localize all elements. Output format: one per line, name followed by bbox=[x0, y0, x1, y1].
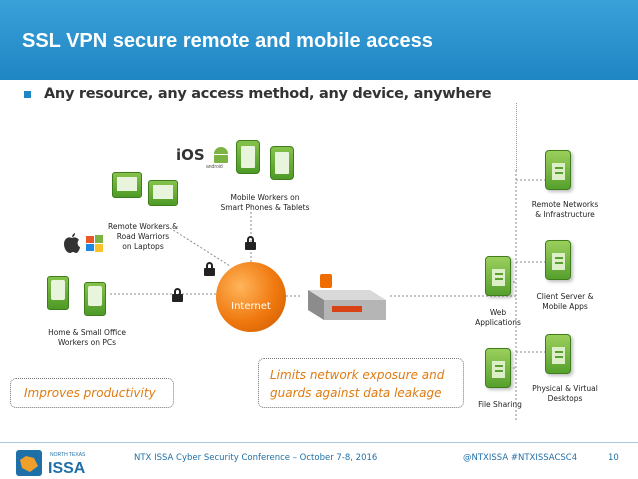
server-icon bbox=[545, 334, 571, 374]
file-sharing-caption: File Sharing bbox=[478, 400, 522, 409]
internet-label: Internet bbox=[231, 301, 271, 312]
bullet-text: Any resource, any access method, any dev… bbox=[44, 86, 492, 102]
android-icon bbox=[214, 147, 228, 163]
padlock-icon bbox=[245, 236, 256, 250]
svg-text:NORTH TEXAS: NORTH TEXAS bbox=[50, 452, 86, 458]
improves-callout-box bbox=[10, 378, 174, 408]
laptop-icon bbox=[148, 180, 178, 206]
android-label: android bbox=[206, 164, 223, 170]
road-warriors-caption: Remote Workers & Road Warriors on Laptop… bbox=[108, 222, 178, 251]
bullet-row: Any resource, any access method, any dev… bbox=[24, 86, 492, 102]
ssl-vpn-appliance-icon bbox=[308, 274, 386, 320]
smartphone-icon bbox=[236, 140, 260, 174]
footer-conference: NTX ISSA Cyber Security Conference – Oct… bbox=[134, 453, 378, 463]
desktop-pc-icon bbox=[84, 282, 106, 316]
bullet-marker bbox=[24, 90, 31, 98]
footer-hashtags: @NTXISSA #NTXISSACSC4 bbox=[463, 453, 578, 463]
title-bar bbox=[0, 0, 638, 80]
internet-globe bbox=[216, 262, 286, 332]
footer-separator bbox=[0, 442, 638, 443]
laptop-icon bbox=[112, 172, 142, 198]
improves-callout: Improves productivity bbox=[24, 386, 156, 400]
desktop-pc-icon bbox=[47, 276, 69, 310]
apple-logo-icon bbox=[64, 233, 80, 253]
windows-logo-icon bbox=[86, 235, 103, 252]
limits-callout: Limits network exposure and guards again… bbox=[270, 368, 445, 400]
tablet-icon bbox=[270, 146, 294, 180]
svg-text:ISSA: ISSA bbox=[48, 460, 86, 477]
client-server-caption: Client Server & Mobile Apps bbox=[536, 292, 594, 311]
server-icon bbox=[485, 256, 511, 296]
desktops-caption: Physical & Virtual Desktops bbox=[532, 384, 598, 403]
remote-networks-caption: Remote Networks & Infrastructure bbox=[531, 200, 599, 219]
dotted-separator bbox=[516, 103, 517, 170]
mobile-caption: Mobile Workers on Smart Phones & Tablets bbox=[220, 193, 310, 212]
server-icon bbox=[485, 348, 511, 388]
ntx-issa-logo-icon: NORTH TEXAS ISSA bbox=[16, 450, 86, 477]
ios-label: iOS bbox=[176, 146, 205, 164]
page-number: 10 bbox=[608, 453, 619, 463]
server-icon bbox=[545, 240, 571, 280]
web-apps-caption: Web Applications bbox=[475, 308, 521, 327]
limits-callout-box bbox=[258, 358, 464, 408]
padlock-icon bbox=[204, 262, 215, 276]
padlock-icon bbox=[172, 288, 183, 302]
home-office-caption: Home & Small Office Workers on PCs bbox=[48, 328, 126, 347]
slide-title: SSL VPN secure remote and mobile access bbox=[22, 30, 433, 52]
server-icon bbox=[545, 150, 571, 190]
